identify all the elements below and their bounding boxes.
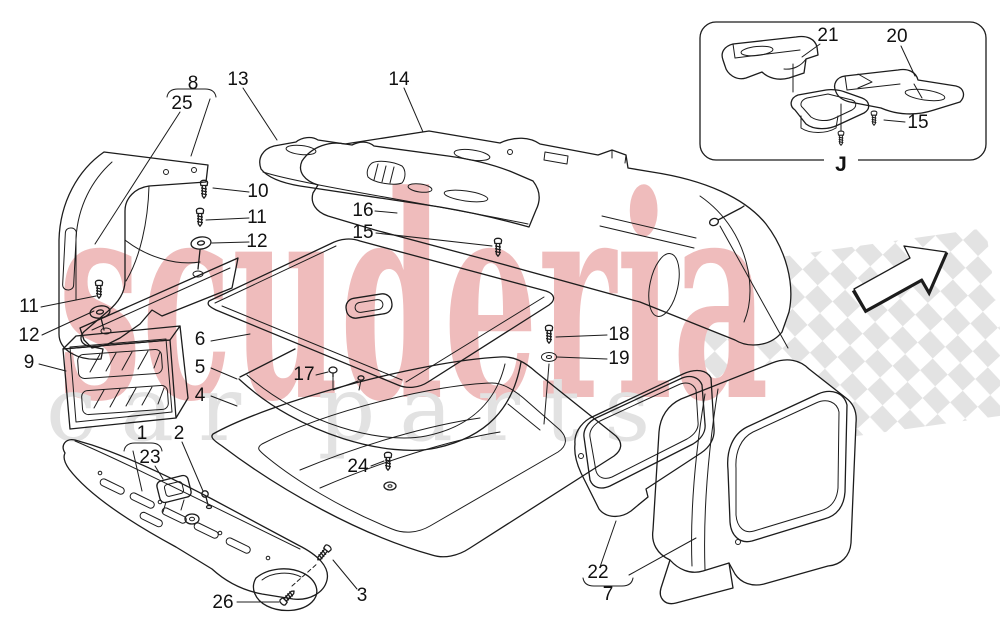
direction-arrow-icon (851, 245, 949, 314)
part-mat-lower (211, 356, 622, 558)
callout-18: 18 (608, 324, 630, 345)
callout-19: 19 (608, 348, 630, 369)
callout-8: 8 (187, 73, 199, 94)
part-rear-shelf-trim (299, 130, 792, 346)
callout-14: 14 (388, 69, 410, 90)
callout-23: 23 (139, 447, 161, 468)
part-side-panel-right (651, 359, 857, 605)
callout-15-inset: 15 (907, 112, 929, 133)
callout-26: 26 (212, 592, 234, 613)
inset-detail-box (699, 21, 987, 164)
fasteners (88, 179, 557, 607)
callout-9: 9 (23, 352, 35, 373)
part-mat-middle (238, 348, 522, 451)
callout-1: 1 (136, 423, 148, 444)
part-front-trim (259, 136, 540, 228)
callout-6: 6 (194, 329, 206, 350)
callout-15-mid: 15 (352, 222, 374, 243)
callout-5: 5 (194, 357, 206, 378)
clip-part-23 (156, 474, 192, 504)
inset-tray (790, 88, 870, 133)
callout-3: 3 (356, 585, 368, 606)
callout-16: 16 (352, 200, 374, 221)
callout-12-right: 12 (246, 231, 268, 252)
callout-11-left: 11 (19, 296, 39, 317)
callout-24: 24 (347, 456, 369, 477)
callout-21: 21 (817, 25, 839, 46)
leader-lines (38, 87, 789, 603)
callout-7: 7 (602, 584, 614, 605)
part-mat-upper (207, 238, 555, 389)
callout-20: 20 (886, 26, 908, 47)
callout-12-left: 12 (18, 325, 40, 346)
callout-11-right: 11 (247, 207, 267, 228)
inset-part-20 (833, 68, 965, 115)
callout-10: 10 (247, 181, 269, 202)
pin-fastener-icon (708, 205, 745, 227)
push-pin-icon (328, 366, 365, 391)
part-sill-trim (62, 439, 329, 612)
callout-25: 25 (171, 93, 193, 114)
callout-2: 2 (173, 423, 185, 444)
pin-part-2 (201, 490, 213, 510)
callout-13: 13 (227, 69, 249, 90)
part-vent-grille (62, 325, 189, 430)
part-corner-trim (58, 151, 209, 360)
inset-part-21 (721, 35, 819, 80)
part-side-panel-left (574, 369, 715, 518)
callout-J: J (835, 153, 847, 176)
grommet (184, 513, 200, 525)
callout-22: 22 (587, 562, 609, 583)
callout-4: 4 (194, 385, 206, 406)
callout-17: 17 (293, 364, 315, 385)
mat-handle (345, 293, 393, 319)
